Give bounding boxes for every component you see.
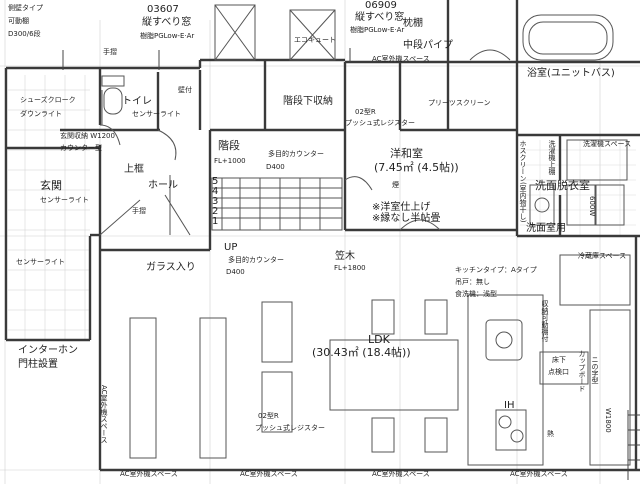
multi-counter-1-depth: D400 [266, 163, 285, 171]
bathroom-label: 浴室(ユニットバス) [527, 68, 615, 79]
wall-fixture-label: 壁付 [178, 86, 192, 94]
western-finish-note: ※洋室仕上げ [372, 202, 431, 213]
japanese-room-area: (7.45㎡ (4.5帖)) [374, 161, 459, 174]
ceiling-mark: 煙 [392, 181, 399, 189]
entrance-storage-label: 玄関収納 W1200 [60, 132, 115, 140]
intercom-label: インターホン [18, 345, 78, 356]
japanese-room-label: 洋和室 [390, 147, 423, 160]
fridge-space-label: 冷蔵庫スペース [578, 252, 627, 260]
stair-step-5: 5 [212, 176, 219, 187]
ldk-label: LDK [368, 333, 390, 346]
storage-shelf-label: 収納可動棚付 [541, 300, 549, 342]
sensor-light-2: センサーライト [40, 196, 89, 204]
stair-step-3: 3 [212, 196, 219, 207]
ih-label: IH [504, 400, 515, 411]
ac-sleeve-2: AC室外機スペース [100, 385, 108, 444]
window-code-2: 06909 [365, 0, 397, 11]
hall-label: ホール [148, 180, 178, 191]
hanging-cabinet-label: 吊戸：無し [455, 278, 490, 286]
laundry-space-label: 洗濯機スペース [583, 140, 632, 148]
cupboard-type-label: ニの字型 [591, 356, 599, 384]
gate-post-label: 門柱設置 [18, 359, 58, 370]
cupboard-label: カップボード [578, 350, 586, 392]
laundry-shelf-label: 洗濯機上棚 [548, 140, 556, 175]
houseclean-shelf-label: ホスクリーン(室内物干し) [519, 140, 527, 223]
ldk-area-label: (30.43㎡ (18.4帖)) [312, 346, 411, 359]
entrance-label: 玄関 [40, 179, 62, 192]
ceiling-size-label: 600W [588, 196, 596, 217]
movable-shelf-label: 可動棚 [8, 17, 29, 25]
pillow-shelf-label: 枕棚 [403, 18, 423, 29]
stairs-fl-label: FL+1000 [214, 157, 246, 165]
sensor-light-3: センサーライト [16, 258, 65, 266]
inspection-hatch-note: 点検口 [548, 368, 569, 376]
handrail-label-1: 手摺 [103, 48, 117, 56]
ac-sleeve-5: AC室外機スペース [372, 470, 430, 478]
under-stair-storage-label: 階段下収納 [283, 96, 333, 107]
window-spec-2: 樹脂PGLow-E·Ar [350, 26, 405, 34]
window-code-1: 03607 [147, 4, 179, 15]
window-name-1: 縦すべり窓 [142, 17, 192, 28]
sensor-light-1: センサーライト [132, 110, 181, 118]
sasaki-label: 笠木 [335, 251, 355, 262]
half-tatami-note: ※縁なし半帖畳 [372, 213, 441, 224]
ac-sleeve-3: AC室外機スペース [120, 470, 178, 478]
push-register-1: プッシュ式レジスター [345, 119, 415, 127]
stair-step-2: 2 [212, 206, 219, 217]
dishwasher-label: 食洗機：浅型 [455, 290, 497, 298]
shoes-cloak-label: シューズクローク [20, 96, 76, 104]
kitchen-type-label: キッチンタイプ：Aタイプ [455, 266, 537, 274]
upper-frame-label: 上框 [124, 164, 144, 175]
stair-step-1: 1 [212, 216, 219, 227]
register-type-2: 02型R [258, 412, 279, 420]
interior-lines [99, 4, 631, 466]
shelf-spec-label: D300/6段 [8, 30, 41, 38]
counter-type-label: カウンター型 [60, 144, 102, 152]
underfloor-note: 床下 [552, 356, 566, 364]
toilet-label: トイレ [122, 96, 152, 107]
multi-counter-1-label: 多目的カウンター [268, 150, 324, 158]
pleats-screen-label: プリーツスクリーン [428, 99, 491, 107]
up-mark: UP [224, 242, 238, 253]
push-register-2: プッシュ式レジスター [255, 424, 325, 432]
ac-sleeve-4: AC室外機スペース [240, 470, 298, 478]
width-1800-label: W1800 [604, 408, 612, 433]
ecocute-label: エコキュート [294, 36, 336, 44]
downlight-label: ダウンライト [20, 110, 62, 118]
window-name-2: 縦すべり窓 [355, 12, 405, 23]
register-type-1: 02型R [355, 108, 376, 116]
heat-mark: 熱 [547, 430, 554, 438]
multi-counter-2-depth: D400 [226, 268, 245, 276]
tile-pattern [8, 75, 90, 340]
mid-pole-label: 中段パイプ [403, 40, 453, 51]
stairs-label: 階段 [218, 139, 240, 152]
dimension-markers [62, 48, 640, 480]
window-spec-1: 樹脂PGLow-E·Ar [140, 32, 195, 40]
ac-sleeve-1: AC室外機スペース [372, 55, 430, 63]
ac-sleeve-6: AC室外機スペース [510, 470, 568, 478]
handrail-label-2: 手摺 [132, 207, 146, 215]
stair-step-4: 4 [212, 186, 219, 197]
multi-counter-2-label: 多目的カウンター [228, 256, 284, 264]
washroom-label: 洗面脱衣室 [535, 179, 590, 192]
glass-insert-label: ガラス入り [146, 262, 196, 273]
sasaki-fl-label: FL+1800 [334, 264, 366, 272]
wash-room-use-label: 洗面室用 [526, 223, 566, 234]
wall-type-label: 側壁タイプ [8, 4, 43, 12]
